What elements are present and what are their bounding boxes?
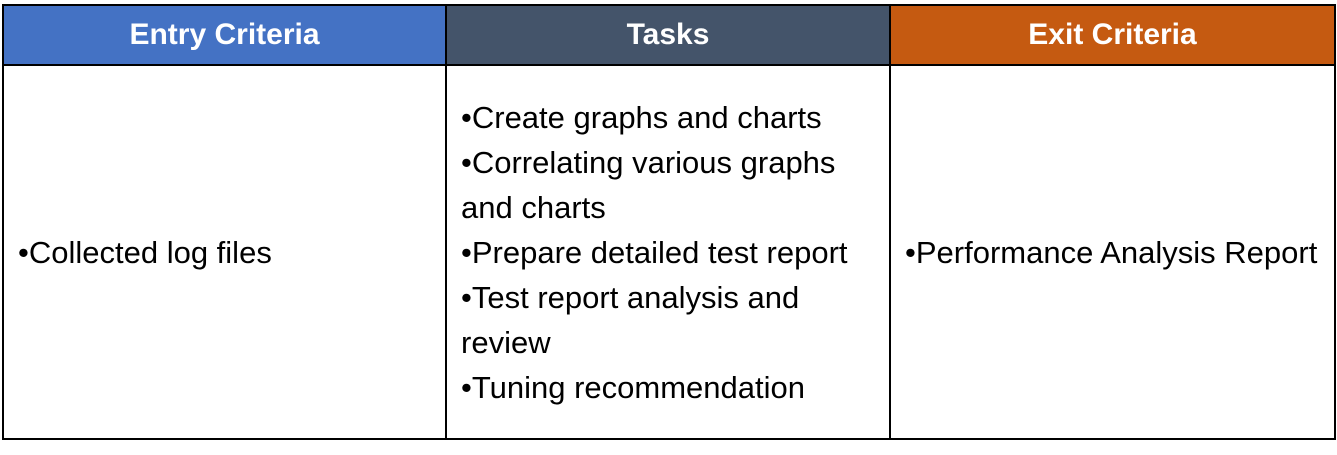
exit-criteria-header: Exit Criteria (889, 4, 1336, 66)
tasks-header: Tasks (445, 4, 891, 66)
task-item: •Tuning recommendation (461, 369, 805, 405)
header-row: Entry Criteria Tasks Exit Criteria (2, 4, 1336, 66)
exit-criteria-item: •Performance Analysis Report (905, 234, 1318, 270)
tasks-list: •Create graphs and charts •Correlating v… (461, 95, 879, 410)
entry-criteria-item: •Collected log files (18, 234, 272, 270)
content-row: •Collected log files •Create graphs and … (2, 64, 1336, 440)
entry-criteria-cell: •Collected log files (2, 64, 447, 440)
task-item: •Correlating various graphs and charts (461, 144, 836, 225)
exit-criteria-cell: •Performance Analysis Report (889, 64, 1336, 440)
tasks-cell: •Create graphs and charts •Correlating v… (445, 64, 891, 440)
task-item: •Prepare detailed test report (461, 234, 848, 270)
task-item: •Test report analysis and review (461, 279, 800, 360)
criteria-table: Entry Criteria Tasks Exit Criteria •Coll… (2, 4, 1336, 440)
entry-criteria-list: •Collected log files (18, 230, 435, 275)
entry-criteria-header: Entry Criteria (2, 4, 447, 66)
task-item: •Create graphs and charts (461, 99, 822, 135)
exit-criteria-list: •Performance Analysis Report (905, 230, 1324, 275)
